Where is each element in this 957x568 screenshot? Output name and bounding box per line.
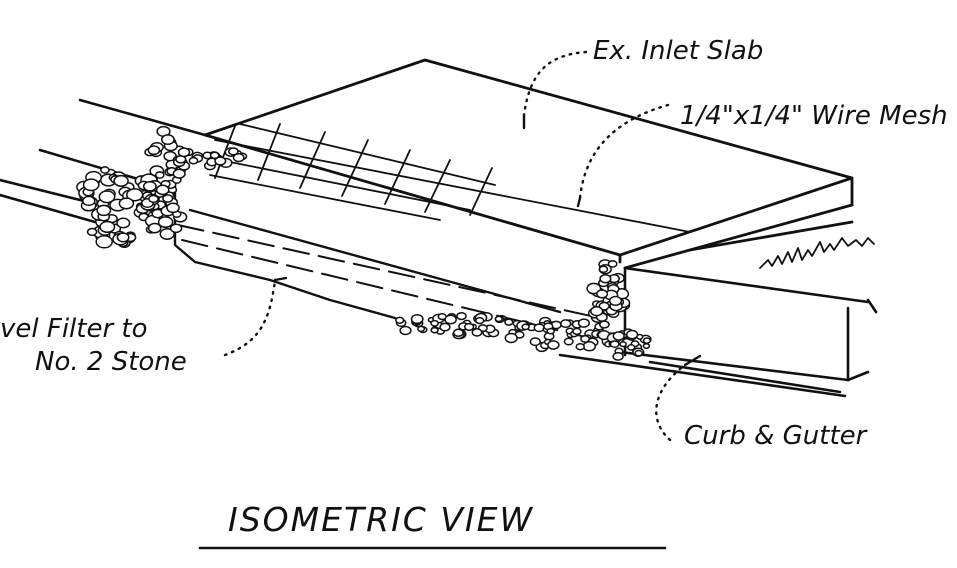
gravel-stone xyxy=(118,197,135,210)
gravel-stone xyxy=(155,184,170,196)
gravel-stone xyxy=(619,341,627,348)
gravel-stone xyxy=(599,273,612,284)
gravel-stone xyxy=(463,322,475,331)
gravel-stone xyxy=(160,134,175,146)
gravel-stone xyxy=(529,337,541,347)
gravel-filter xyxy=(76,125,652,361)
leader-lines xyxy=(223,50,687,442)
excavation-outline xyxy=(173,148,562,320)
view-title: ISOMETRIC VIEW xyxy=(228,500,534,539)
gravel-stone xyxy=(599,320,610,329)
gravel-stone xyxy=(607,260,618,268)
inlet-slab xyxy=(203,58,854,270)
gravel-stone xyxy=(586,282,602,295)
gravel-stone xyxy=(547,340,560,350)
gravel-stone xyxy=(410,313,424,325)
gravel-stone xyxy=(188,156,199,165)
gravel-stone xyxy=(634,349,644,357)
gravel-stone xyxy=(166,202,180,214)
gravel-stone xyxy=(608,295,623,307)
gravel-stone xyxy=(395,316,405,324)
gravel-stone xyxy=(642,337,652,344)
gravel-stone xyxy=(612,351,624,361)
gravel-stone xyxy=(577,318,590,328)
label-gravel-filter-line1: vel Filter to xyxy=(0,314,148,344)
label-wire-mesh: 1/4"x1/4" Wire Mesh xyxy=(680,101,948,131)
gravel-stone xyxy=(430,319,439,327)
gravel-stone xyxy=(82,195,96,207)
gravel-stone xyxy=(452,328,464,338)
grass-line xyxy=(759,237,875,269)
gravel-stone xyxy=(546,327,555,335)
gravel-stone xyxy=(504,332,518,344)
gravel-stone xyxy=(100,166,110,174)
gravel-stone xyxy=(147,145,161,156)
gravel-stone xyxy=(580,334,591,343)
gravel-stone xyxy=(86,227,98,237)
gravel-stone xyxy=(98,190,116,204)
gravel-stone xyxy=(148,194,159,204)
gravel-stone xyxy=(590,306,604,317)
gravel-stone xyxy=(417,325,426,333)
gravel-stone xyxy=(82,178,100,192)
leader-arrowheads xyxy=(273,113,702,367)
label-curb-gutter: Curb & Gutter xyxy=(684,421,869,451)
gravel-stone xyxy=(582,341,597,352)
gravel-stone xyxy=(96,204,112,217)
gravel-stone xyxy=(521,323,530,331)
label-inlet-slab: Ex. Inlet Slab xyxy=(593,36,763,66)
gravel-stone xyxy=(598,265,609,274)
gravel-stone xyxy=(177,147,191,158)
gravel-stone xyxy=(475,316,485,325)
gravel-stone xyxy=(214,156,227,166)
gravel-stone xyxy=(625,329,639,340)
wire-mesh xyxy=(209,123,691,233)
gravel-stone xyxy=(572,327,582,336)
gravel-stone xyxy=(609,340,620,348)
hidden-lines xyxy=(177,224,601,339)
gravel-stone xyxy=(456,311,467,321)
gravel-stone xyxy=(228,147,239,156)
gravel-stone xyxy=(437,312,447,321)
gravel-stone xyxy=(116,217,131,229)
gravel-stone xyxy=(159,228,175,240)
gravel-stone xyxy=(494,315,503,323)
gravel-stone xyxy=(147,222,162,234)
gravel-stone xyxy=(626,344,636,351)
gravel-stone xyxy=(232,152,245,163)
gravel-stone xyxy=(642,342,651,350)
gravel-stone xyxy=(209,151,220,160)
gravel-stone xyxy=(596,289,609,299)
gravel-stone xyxy=(154,171,165,179)
gravel-stone xyxy=(504,318,514,326)
gravel-stone xyxy=(113,174,129,187)
gravel-stone xyxy=(471,328,483,337)
gravel-stone xyxy=(563,337,574,346)
gravel-stone xyxy=(116,232,130,243)
gravel-stone xyxy=(612,331,625,341)
gravel-stone xyxy=(162,194,174,203)
label-gravel-filter-line2: No. 2 Stone xyxy=(35,347,187,377)
curb-and-gutter xyxy=(558,266,878,398)
gravel-stone xyxy=(157,216,174,229)
gravel-stone xyxy=(99,220,116,234)
gravel-stone xyxy=(560,319,572,329)
gravel-stone xyxy=(430,326,439,334)
gravel-stone xyxy=(169,223,183,234)
gravel-stone xyxy=(142,180,157,192)
gravel-stone xyxy=(95,235,113,249)
gravel-stone xyxy=(575,342,585,351)
gravel-stone xyxy=(399,325,412,336)
gravel-stone xyxy=(172,168,186,179)
gravel-stone xyxy=(439,322,451,332)
